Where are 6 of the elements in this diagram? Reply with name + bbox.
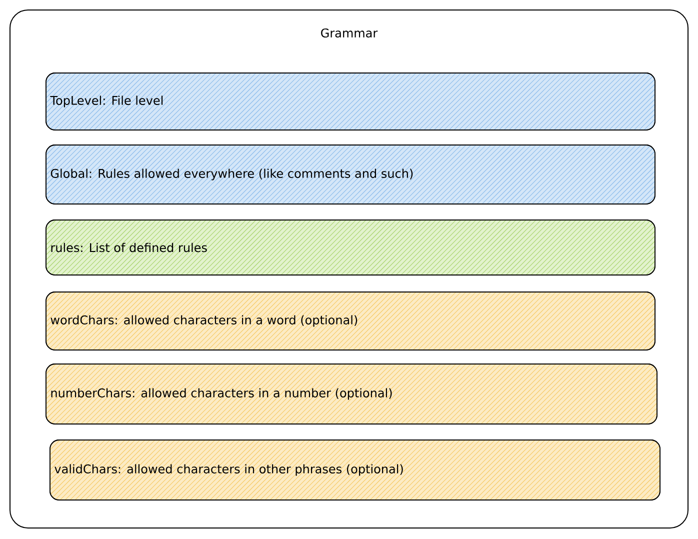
field-box: TopLevel: File level — [46, 72, 656, 130]
field-box: Global: Rules allowed everywhere (like comments and such) — [46, 144, 656, 204]
field-box: validChars: allowed characters in other phrases (optional) — [50, 440, 660, 500]
field-box: wordChars: allowed characters in a word (optional) — [46, 292, 656, 350]
field-box: numberChars: allowed characters in a number (optional) — [46, 364, 658, 424]
field-box: rules: List of defined rules — [46, 220, 656, 276]
